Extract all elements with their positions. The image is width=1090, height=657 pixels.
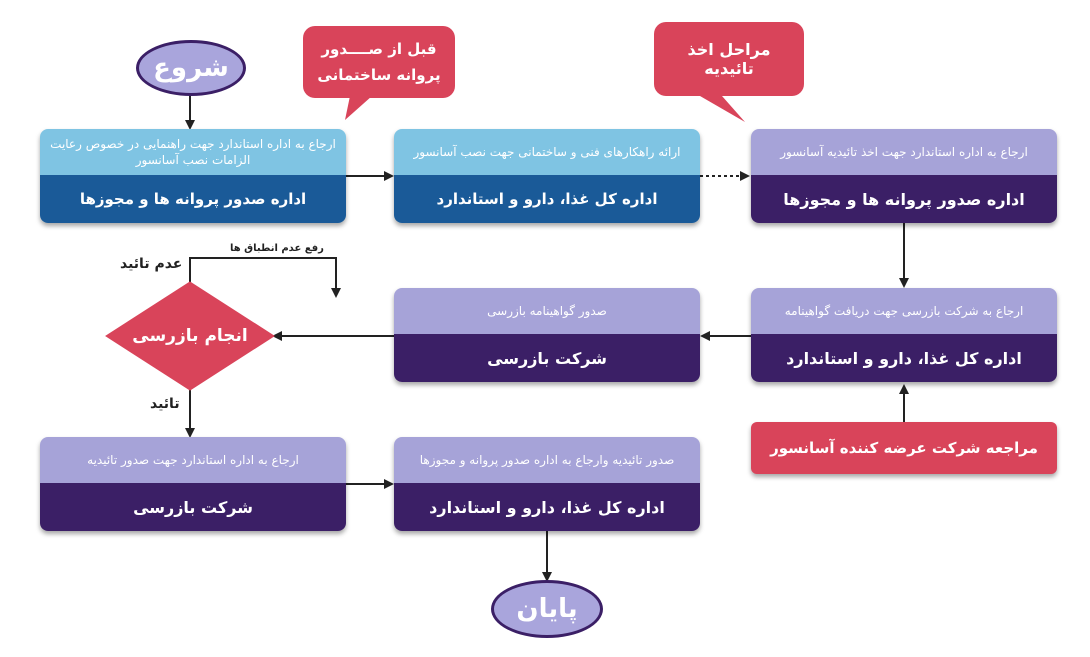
approve-label: تائید [150,396,180,412]
step-5-department: شرکت بازرسی [394,334,700,382]
reject-label-text: عدم تائید [120,256,183,272]
callout-approval-steps-text: مراحل اخذ تائیدیه [687,40,771,78]
arrow-reject-loop [189,257,341,298]
step-5-box: صدور گواهینامه بازرسی شرکت بازرسی [394,288,700,382]
fix-nonconformity-text: رفع عدم انطباق ها [230,243,324,254]
step-7-department: اداره کل غذا، دارو و استاندارد [394,483,700,531]
step-4-department: اداره کل غذا، دارو و استاندارد [751,334,1057,382]
step-1-description: ارجاع به اداره استاندارد جهت راهنمایی در… [40,129,346,175]
callout-before-permit-text: قبل از صــــدور پروانه ساختمانی [317,40,441,84]
step-1-department: اداره صدور پروانه ها و مجوزها [40,175,346,223]
step-2-department: اداره کل غذا، دارو و استاندارد [394,175,700,223]
bubble-tail-left [345,96,372,120]
step-7-box: صدور تائیدیه وارجاع به اداره صدور پروانه… [394,437,700,531]
step-5-description: صدور گواهینامه بازرسی [394,288,700,334]
fix-nonconformity-label: رفع عدم انطباق ها [230,243,324,254]
callout-approval-steps: مراحل اخذ تائیدیه [654,22,804,96]
callout-before-permit: قبل از صــــدور پروانه ساختمانی [303,26,455,98]
end-terminal: پایان [491,580,603,638]
step-3-department: اداره صدور پروانه ها و مجوزها [751,175,1057,223]
approve-label-text: تائید [150,396,180,412]
step-6-description: ارجاع به اداره استاندارد جهت صدور تائیدی… [40,437,346,483]
reject-label: عدم تائید [120,256,182,272]
step-6-department: شرکت بازرسی [40,483,346,531]
end-label: پایان [516,594,578,624]
step-7-description: صدور تائیدیه وارجاع به اداره صدور پروانه… [394,437,700,483]
step-3-description: ارجاع به اداره استاندارد جهت اخذ تائیدیه… [751,129,1057,175]
step-2-box: ارائه راهکارهای فنی و ساختمانی جهت نصب آ… [394,129,700,223]
supplier-referral-text: مراجعه شرکت عرضه کننده آسانسور [770,439,1038,457]
supplier-referral-box: مراجعه شرکت عرضه کننده آسانسور [751,422,1057,474]
step-2-description: ارائه راهکارهای فنی و ساختمانی جهت نصب آ… [394,129,700,175]
start-terminal: شروع [136,40,246,96]
decision-label-text: انجام بازرسی [132,326,248,346]
bubble-tail-right [700,96,745,122]
step-4-box: ارجاع به شرکت بازرسی جهت دریافت گواهینام… [751,288,1057,382]
step-1-box: ارجاع به اداره استاندارد جهت راهنمایی در… [40,129,346,223]
decision-label: انجام بازرسی [106,316,274,356]
step-3-box: ارجاع به اداره استاندارد جهت اخذ تائیدیه… [751,129,1057,223]
step-6-box: ارجاع به اداره استاندارد جهت صدور تائیدی… [40,437,346,531]
start-label: شروع [153,53,229,83]
step-4-description: ارجاع به شرکت بازرسی جهت دریافت گواهینام… [751,288,1057,334]
